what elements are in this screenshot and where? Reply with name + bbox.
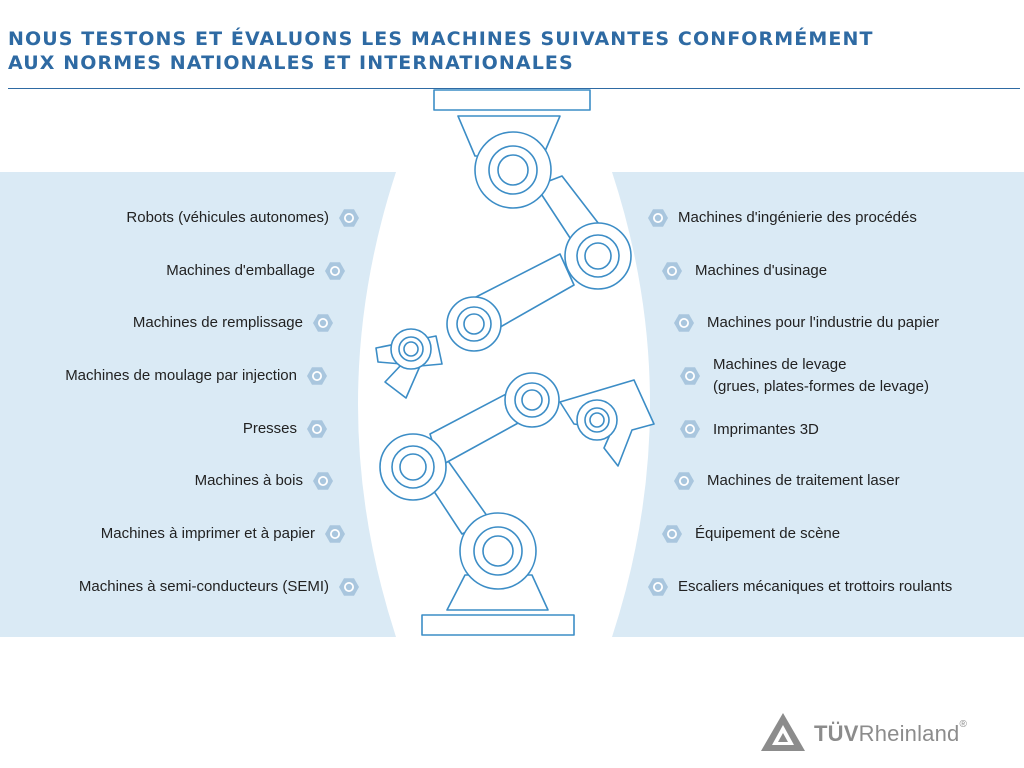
page-title: Nous testons et évaluons les machines su…	[8, 27, 1008, 75]
logo-wordmark: TÜVRheinland®	[814, 719, 968, 747]
title-line-1: Nous testons et évaluons les machines su…	[8, 28, 874, 50]
item-label: Machines d'ingénierie des procédés	[678, 209, 917, 226]
right-item-levage: Machines de levage (grues, plates-formes…	[713, 354, 929, 398]
right-item-traitement-laser: Machines de traitement laser	[707, 470, 900, 492]
item-sublabel: (grues, plates-formes de levage)	[713, 378, 929, 395]
right-item-ingenierie-procedes: Machines d'ingénierie des procédés	[678, 207, 917, 229]
right-item-equipement-scene: Équipement de scène	[695, 523, 840, 545]
item-label: Escaliers mécaniques et trottoirs roulan…	[678, 578, 953, 595]
right-item-usinage: Machines d'usinage	[695, 260, 827, 282]
left-item-emballage: Machines d'emballage	[166, 260, 315, 282]
left-item-robots: Robots (véhicules autonomes)	[126, 207, 329, 229]
item-label: Machines à imprimer et à papier	[100, 525, 315, 542]
item-label: Imprimantes 3D	[713, 421, 819, 438]
tuv-triangle-icon	[761, 713, 805, 751]
lower-robot-arm	[379, 372, 655, 636]
upper-robot-arm	[375, 89, 632, 399]
right-item-escaliers-mecaniques: Escaliers mécaniques et trottoirs roulan…	[678, 576, 952, 598]
item-label: Machines d'usinage	[695, 262, 828, 279]
logo-brand-bold: TÜV	[814, 721, 859, 746]
item-label: Machines de remplissage	[132, 314, 303, 331]
item-label: Machines de traitement laser	[707, 472, 900, 489]
left-item-semi-conducteurs: Machines à semi-conducteurs (SEMI)	[79, 576, 329, 598]
left-item-bois: Machines à bois	[195, 470, 303, 492]
right-panel-bg	[612, 172, 1024, 637]
right-item-imprimantes-3d: Imprimantes 3D	[713, 419, 819, 441]
logo-brand-regular: Rheinland	[858, 721, 960, 746]
registered-mark: ®	[959, 719, 968, 730]
title-line-2: aux normes nationales et internationales	[8, 52, 574, 74]
item-label: Machines pour l'industrie du papier	[707, 314, 940, 331]
item-label: Machines d'emballage	[166, 262, 315, 279]
right-item-industrie-papier: Machines pour l'industrie du papier	[707, 312, 939, 334]
item-label: Machines à semi-conducteurs (SEMI)	[78, 578, 329, 595]
item-label: Presses	[242, 420, 297, 437]
left-item-moulage: Machines de moulage par injection	[65, 365, 297, 387]
item-label: Machines de levage	[713, 356, 847, 373]
tuv-rheinland-logo: TÜVRheinland®	[760, 712, 1000, 752]
left-item-presses: Presses	[243, 418, 297, 440]
left-item-remplissage: Machines de remplissage	[133, 312, 303, 334]
left-item-imprimer-papier: Machines à imprimer et à papier	[101, 523, 315, 545]
item-label: Équipement de scène	[695, 525, 841, 542]
title-divider	[8, 88, 1020, 89]
left-panel-bg	[0, 172, 396, 637]
item-label: Machines de moulage par injection	[65, 367, 297, 384]
item-label: Robots (véhicules autonomes)	[126, 209, 329, 226]
item-label: Machines à bois	[194, 472, 303, 489]
